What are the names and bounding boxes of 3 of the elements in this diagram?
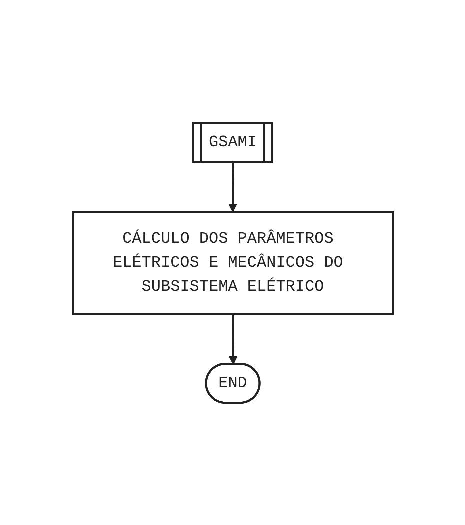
node-box: CÁLCULO DOS PARÂMETROS ELÉTRICOS E MECÂNICOS DO SUBSISTEMA ELÉTRICO (72, 210, 394, 314)
arrow (228, 314, 238, 364)
arrow (228, 162, 237, 212)
